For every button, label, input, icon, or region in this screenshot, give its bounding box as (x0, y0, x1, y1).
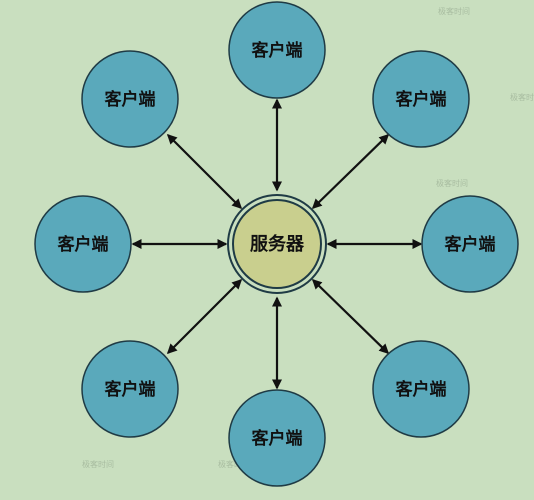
client-node-bottom-left: 客户端 (81, 340, 179, 438)
client-node-top: 客户端 (228, 1, 326, 99)
client-label: 客户端 (444, 234, 496, 255)
server-label: 服务器 (250, 233, 305, 255)
client-node-top-right: 客户端 (372, 50, 470, 148)
watermarks: 极客时间 极客时间 极客时间 极客时间 极客时间 (82, 6, 534, 469)
client-node-right: 客户端 (421, 195, 519, 293)
watermark-text: 极客时间 (436, 178, 468, 188)
client-label: 客户端 (104, 379, 156, 400)
client-node-bottom-right: 客户端 (372, 340, 470, 438)
client-node-top-left: 客户端 (81, 50, 179, 148)
arrow-server-client-top-right (311, 133, 390, 210)
client-label: 客户端 (104, 89, 156, 110)
arrow-server-client-bottom-left (166, 278, 243, 355)
connections (131, 98, 423, 390)
arrow-server-client-top-left (166, 133, 243, 210)
client-label: 客户端 (395, 89, 447, 110)
client-node-bottom: 客户端 (228, 389, 326, 487)
client-label: 客户端 (57, 234, 109, 255)
watermark-text: 极客时间 (510, 92, 534, 102)
client-label: 客户端 (395, 379, 447, 400)
client-label: 客户端 (251, 40, 303, 61)
watermark-text: 极客时间 (438, 6, 470, 16)
client-label: 客户端 (251, 428, 303, 449)
watermark-text: 极客时间 (218, 459, 250, 469)
client-node-left: 客户端 (34, 195, 132, 293)
server-node: 服务器 (227, 194, 327, 294)
watermark-text: 极客时间 (82, 459, 114, 469)
arrow-server-client-bottom-right (311, 278, 390, 355)
